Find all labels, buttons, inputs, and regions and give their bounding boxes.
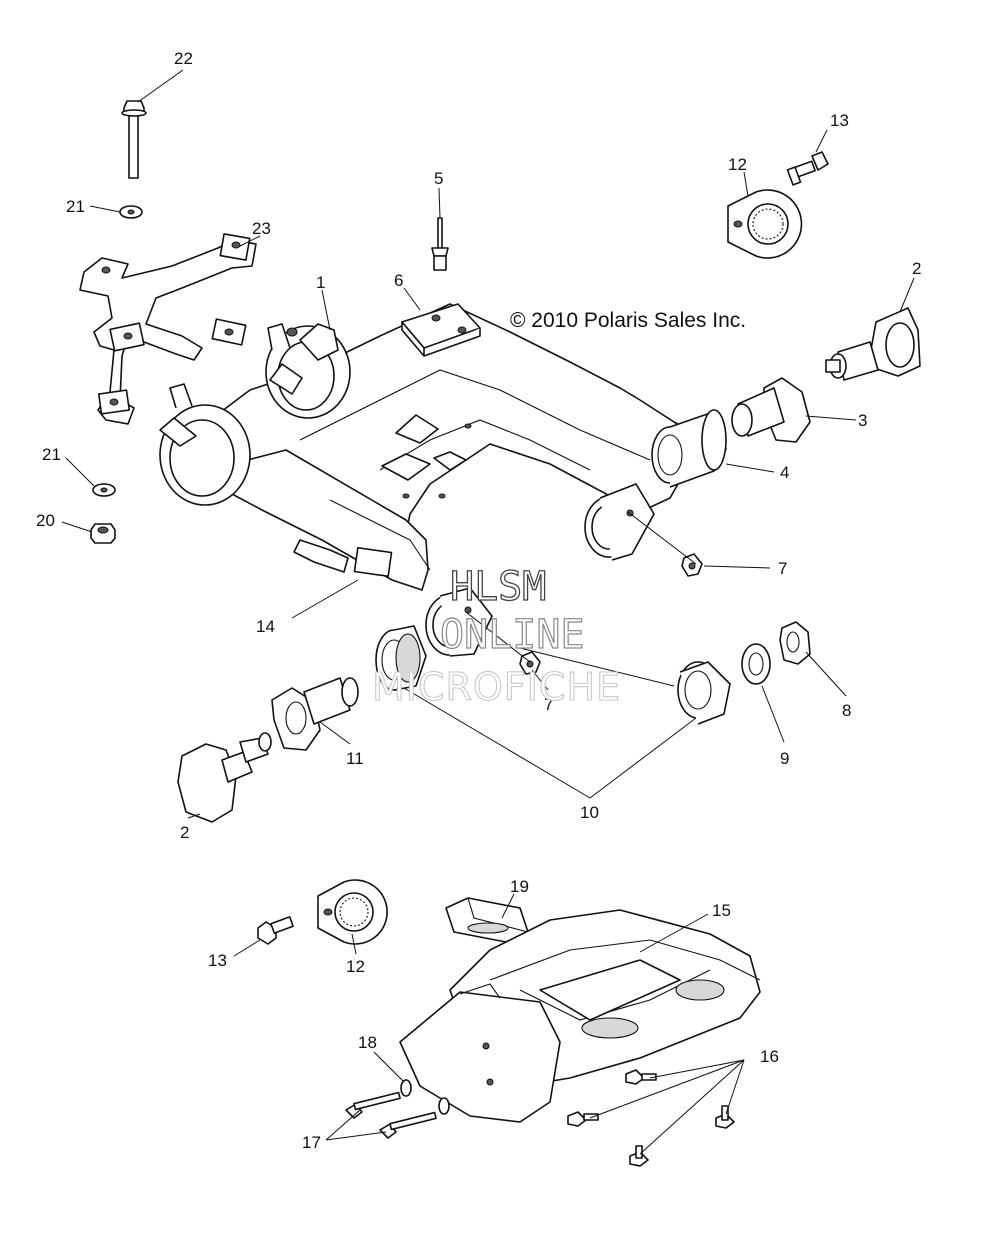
callout-12-bottom: 12 xyxy=(346,957,365,976)
bushing-10-right xyxy=(677,661,731,725)
watermark-line-2: ONLINE xyxy=(440,612,585,658)
watermark-line-3: MICROFICHE xyxy=(372,665,621,709)
bolt-16-c xyxy=(715,1105,735,1129)
callout-9: 9 xyxy=(780,749,789,768)
bushing-4 xyxy=(651,409,727,488)
callout-4: 4 xyxy=(780,463,789,482)
callout-13-top: 13 xyxy=(830,111,849,130)
callout-1: 1 xyxy=(316,273,325,292)
callout-21-left: 21 xyxy=(42,445,61,464)
bolt-17-a xyxy=(345,1091,401,1119)
sleeve-11 xyxy=(271,677,359,751)
retainer-12-bottom xyxy=(317,879,388,945)
bolt-13-top xyxy=(786,151,829,186)
callout-10: 10 xyxy=(580,803,599,822)
callout-3: 3 xyxy=(858,411,867,430)
callout-7-center: 7 xyxy=(544,695,553,714)
callout-18: 18 xyxy=(358,1033,377,1052)
callout-11: 11 xyxy=(346,749,364,768)
block-19 xyxy=(445,897,529,943)
callout-15: 15 xyxy=(712,901,731,920)
callout-7-right: 7 xyxy=(778,559,787,578)
callout-8: 8 xyxy=(842,701,851,720)
callout-12-top: 12 xyxy=(728,155,747,174)
nut-8 xyxy=(779,621,811,665)
bolt-13-bottom xyxy=(257,916,294,945)
watermark-line-1: HLSM xyxy=(450,564,546,610)
bolt-22 xyxy=(121,100,147,179)
sleeve-3 xyxy=(731,377,811,443)
pivot-shaft-2-bottom xyxy=(177,732,272,823)
bolt-17-b xyxy=(379,1111,437,1139)
swing-arm-1 xyxy=(159,303,701,657)
pivot-shaft-2-top xyxy=(825,307,921,381)
bolt-16-b xyxy=(567,1111,599,1127)
copyright-notice: © 2010 Polaris Sales Inc. xyxy=(510,309,746,332)
callout-20: 20 xyxy=(36,511,55,530)
washer-9 xyxy=(741,643,771,685)
callout-23: 23 xyxy=(252,219,271,238)
bearing-10-left xyxy=(375,625,427,691)
bolt-16-a xyxy=(625,1069,657,1085)
bracket-23 xyxy=(79,233,257,425)
rivet-5 xyxy=(431,217,449,271)
washer-21-left xyxy=(92,483,116,497)
callout-17: 17 xyxy=(302,1133,321,1152)
washer-21-top xyxy=(119,205,143,219)
callout-2-bottom: 2 xyxy=(180,823,189,842)
callout-14: 14 xyxy=(256,617,275,636)
washer-18-a xyxy=(400,1079,412,1097)
callout-2-top: 2 xyxy=(912,259,921,278)
callout-22: 22 xyxy=(174,49,193,68)
leader-lines xyxy=(61,69,915,1155)
bolt-16-d xyxy=(629,1145,649,1167)
skid-15 xyxy=(399,909,761,1123)
callout-19: 19 xyxy=(510,877,529,896)
callout-16: 16 xyxy=(760,1047,779,1066)
plate-6 xyxy=(401,303,481,357)
callout-5: 5 xyxy=(434,169,443,188)
nut-20 xyxy=(90,523,116,544)
fitting-7-right xyxy=(681,553,703,577)
washer-18-b xyxy=(438,1097,450,1115)
callout-21-top: 21 xyxy=(66,197,85,216)
callout-6: 6 xyxy=(394,271,403,290)
retainer-12-top xyxy=(727,189,803,259)
callout-13-bottom: 13 xyxy=(208,951,227,970)
